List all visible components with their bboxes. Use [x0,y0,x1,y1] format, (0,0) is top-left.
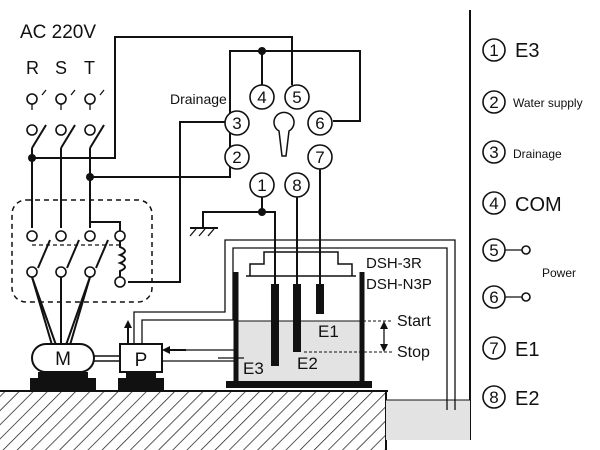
reservoir [386,399,470,440]
level-indicator [304,320,392,353]
relay-pin-3: 3 [224,110,250,136]
legend-item-8: 8 E2 [482,385,539,410]
electrode-e3 [271,284,279,366]
svg-text:Water supply: Water supply [513,96,583,110]
relay-pin-6: 6 [307,110,333,136]
svg-text:2: 2 [232,148,241,167]
relay-pin-7: 7 [307,144,333,170]
svg-text:E3: E3 [515,40,539,62]
phase-label-s: S [55,58,67,78]
svg-text:COM: COM [515,194,562,216]
ground [0,390,388,450]
motor: M [30,343,96,390]
svg-text:1: 1 [489,41,498,60]
model-label-1: DSH-3R [366,255,422,272]
electrode-e2-label: E2 [297,354,318,373]
legend-item-3: 3 Drainage [482,140,562,164]
phase-label-t: T [84,58,95,78]
electrode-e3-label: E3 [243,359,264,378]
legend-item-4: 4 COM [482,191,562,216]
svg-text:5: 5 [292,88,301,107]
legend-power-label: Power [542,266,576,280]
breaker-switches [26,89,105,228]
earth-ground-icon [189,197,266,237]
legend-item-2: 2 Water supply [482,90,583,114]
stop-label: Stop [397,344,430,361]
legend-item-5: 5 [482,238,531,262]
relay-pin-5: 5 [284,84,310,110]
svg-text:3: 3 [489,143,498,162]
electrode-e1 [316,284,324,314]
legend-item-7: 7 E1 [482,336,539,361]
magnetic-contactor [11,199,153,303]
svg-text:4: 4 [489,194,498,213]
relay-wires [32,36,361,283]
svg-text:2: 2 [489,93,498,112]
svg-text:8: 8 [489,388,498,407]
relay-pin-4: 4 [249,84,275,110]
drainage-label: Drainage [170,91,227,107]
shaft [94,355,120,362]
electrode-e2 [293,284,301,352]
pump: P [118,343,164,390]
svg-text:5: 5 [489,241,498,260]
relay-key-icon [273,111,295,157]
electrode-e1-label: E1 [318,322,339,341]
svg-text:E1: E1 [515,339,539,361]
svg-text:4: 4 [257,88,266,107]
arrow-up-icon [124,320,132,344]
phase-label-r: R [26,58,39,78]
svg-text:3: 3 [232,114,241,133]
svg-text:E2: E2 [515,388,539,410]
relay-pin-8: 8 [284,172,310,198]
pipes [133,239,456,410]
pump-label: P [135,350,148,371]
relay-socket: 4 5 3 6 2 7 1 8 [224,84,333,198]
svg-text:6: 6 [489,288,498,307]
svg-text:7: 7 [315,148,324,167]
relay-pin-2: 2 [224,144,250,170]
legend: 1 E3 2 Water supply 3 Drainage 4 COM 5 6 [482,38,583,410]
svg-text:1: 1 [257,176,266,195]
svg-text:8: 8 [292,176,301,195]
motor-label: M [55,349,71,370]
relay-pin-1: 1 [249,172,275,198]
legend-item-6: 6 [482,285,531,309]
supply-voltage-label: AC 220V [20,22,96,43]
start-label: Start [397,313,431,330]
motor-wires [31,276,91,346]
model-label-2: DSH-N3P [366,276,432,293]
svg-text:7: 7 [489,339,498,358]
svg-text:Drainage: Drainage [513,147,562,161]
svg-text:6: 6 [315,114,324,133]
legend-item-1: 1 E3 [482,38,539,62]
